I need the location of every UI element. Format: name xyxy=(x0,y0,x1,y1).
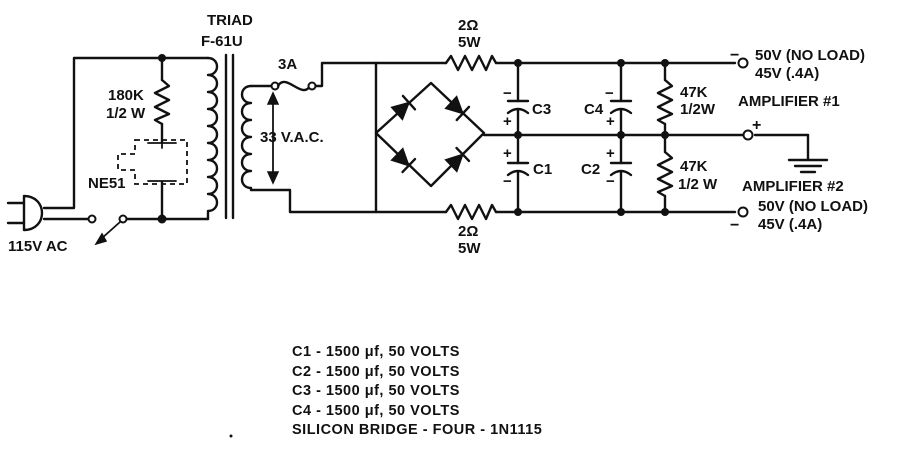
out-top-minus: − xyxy=(730,47,739,64)
parts-list-item: SILICON BRIDGE - FOUR - 1N1115 xyxy=(292,422,543,438)
secondary-voltage-label: 33 V.A.C. xyxy=(260,129,324,146)
fuse-rating: 3A xyxy=(278,56,297,73)
resistor-180k-wattage: 1/2 W xyxy=(106,105,146,122)
c1-minus: − xyxy=(503,173,512,190)
out-mid-plus: + xyxy=(752,117,761,134)
input-voltage-label: 115V AC xyxy=(8,238,68,255)
resistor-2ohm-top-wattage: 5W xyxy=(458,34,481,51)
capacitor-c1 xyxy=(506,161,530,177)
parts-list-item: C3 - 1500 μf, 50 VOLTS xyxy=(292,383,460,399)
resistor-180k-value: 180K xyxy=(108,87,144,104)
c4-minus: − xyxy=(605,85,614,102)
capacitor-c4-label: C4 xyxy=(584,101,604,118)
transformer-name: TRIAD xyxy=(207,12,253,29)
resistor-2ohm-bottom xyxy=(444,203,498,221)
ac-plug xyxy=(6,194,44,232)
amplifier-1-label: AMPLIFIER #1 xyxy=(738,93,840,110)
fuse-3a xyxy=(276,80,312,92)
primary-wiring xyxy=(42,54,210,224)
resistor-2ohm-bottom-wattage: 5W xyxy=(458,240,481,257)
capacitor-c1-label: C1 xyxy=(533,161,552,178)
resistor-47k-bottom-wattage: 1/2 W xyxy=(678,176,718,193)
amplifier-2-label: AMPLIFIER #2 xyxy=(742,178,844,195)
resistor-2ohm-top-value: 2Ω xyxy=(458,17,478,34)
resistor-47k-bottom-value: 47K xyxy=(680,158,708,175)
parts-list-item: C2 - 1500 μf, 50 VOLTS xyxy=(292,363,460,380)
transformer-model: F-61U xyxy=(201,33,243,50)
transformer xyxy=(206,53,253,221)
parts-list-item: C4 - 1500 μf, 50 VOLTS xyxy=(292,402,460,419)
capacitor-c3-label: C3 xyxy=(532,101,551,118)
capacitor-c2 xyxy=(609,161,633,177)
resistor-47k-bottom xyxy=(656,150,674,198)
c3-plus: + xyxy=(503,113,512,130)
resistor-2ohm-bottom-value: 2Ω xyxy=(458,223,478,240)
bridge-rectifier xyxy=(374,81,486,188)
c3-minus: − xyxy=(503,85,512,102)
output-bottom-load: 45V (.4A) xyxy=(758,216,822,233)
neon-lamp-label: NE51 xyxy=(88,175,126,192)
capacitor-c3 xyxy=(506,99,530,115)
capacitor-c2-label: C2 xyxy=(581,161,600,178)
resistor-180k xyxy=(153,78,171,126)
power-switch xyxy=(87,214,128,246)
resistor-47k-top-value: 47K xyxy=(680,84,708,101)
resistor-2ohm-top xyxy=(444,54,498,72)
parts-list-item: C1 - 1500 μf, 50 VOLTS xyxy=(292,344,460,360)
resistor-47k-top xyxy=(656,78,674,126)
output-wiring xyxy=(374,57,829,218)
capacitor-c4 xyxy=(609,99,633,115)
neon-lamp-ne51 xyxy=(117,139,188,185)
out-bot-minus: − xyxy=(730,217,739,234)
c4-plus: + xyxy=(606,113,615,130)
c2-minus: − xyxy=(606,173,615,190)
parts-list: C1 - 1500 μf, 50 VOLTS C2 - 1500 μf, 50 … xyxy=(292,343,542,441)
output-top-noload: 50V (NO LOAD) xyxy=(755,47,865,64)
output-top-load: 45V (.4A) xyxy=(755,65,819,82)
secondary-voltage-arrow xyxy=(266,91,280,185)
c2-plus: + xyxy=(606,145,615,162)
resistor-47k-top-wattage: 1/2W xyxy=(680,101,716,118)
output-bottom-noload: 50V (NO LOAD) xyxy=(758,198,868,215)
c1-plus: + xyxy=(503,145,512,162)
